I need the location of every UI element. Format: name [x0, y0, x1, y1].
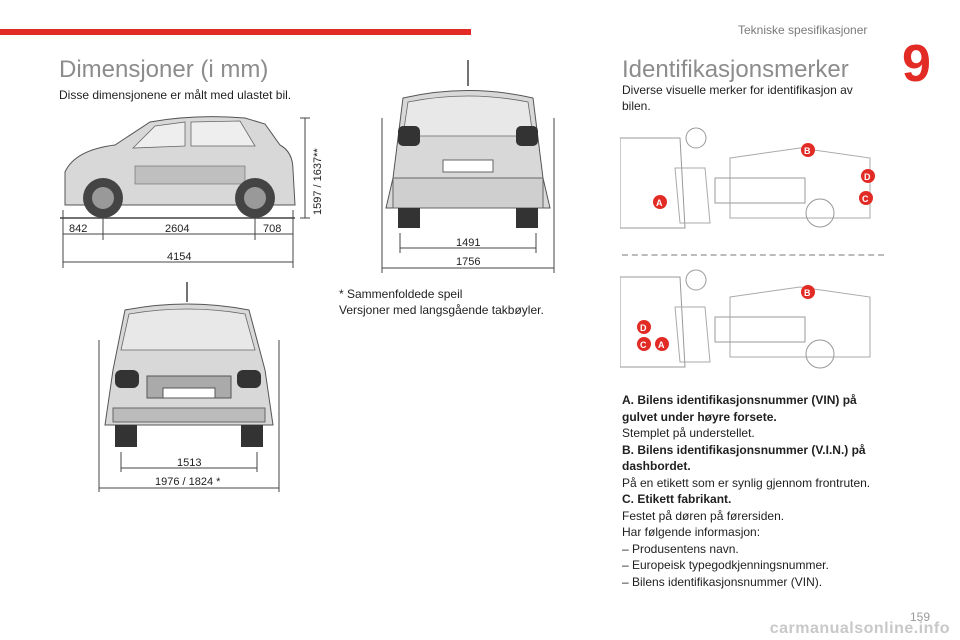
dim-front-track: 1513 [177, 457, 201, 469]
diagram-separator [622, 254, 884, 256]
info-list-item: – Europeisk typegodkjenningsnummer. [622, 558, 829, 572]
marker-a-bottom: A [658, 340, 665, 350]
chapter-number: 9 [902, 35, 931, 93]
front-view-diagram: 1513 1976 / 1824 * [98, 282, 280, 492]
marker-c-bottom: C [640, 340, 647, 350]
header-accent-bar [0, 29, 471, 35]
identification-intro: Diverse visuelle merker for identifikasj… [622, 83, 853, 113]
page-title-dimensions: Dimensjoner (i mm) [59, 56, 269, 83]
footer-watermark: carmanualsonline.info [769, 620, 950, 637]
rear-view-diagram: 1491 1756 [381, 60, 555, 273]
dim-front-width: 1976 / 1824 * [155, 476, 221, 488]
dim-length: 4154 [167, 251, 191, 263]
item-a-text: Stemplet på understellet. [622, 426, 755, 440]
dim-rear-width: 1756 [456, 256, 480, 268]
item-a-title: A. Bilens identifikasjonsnummer (VIN) på… [622, 393, 857, 424]
dim-wheelbase: 2604 [165, 223, 189, 235]
item-c-text: Festet på døren på førersiden. [622, 508, 785, 523]
item-b-text: På en etikett som er synlig gjennom fron… [622, 475, 871, 490]
page-number: 159 [910, 610, 931, 624]
marker-d-bottom: D [640, 323, 647, 333]
page-title-identification: Identifikasjonsmerker [622, 56, 849, 83]
marker-b-top: B [804, 146, 811, 156]
identification-descriptions: A. Bilens identifikasjonsnummer (VIN) på… [622, 392, 892, 590]
info-list-item: – Produsentens navn. [622, 541, 739, 556]
dim-height: 1597 / 1637** [312, 148, 324, 215]
marker-d-top: D [864, 172, 871, 182]
item-b-title: B. Bilens identifikasjonsnummer (V.I.N.)… [622, 442, 866, 474]
info-list-item: – Bilens identifikasjonsnummer (VIN). [622, 574, 823, 589]
dim-rear-track: 1491 [456, 237, 480, 249]
identification-diagram-bottom: B D C A [620, 269, 871, 369]
dim-front-overhang: 842 [69, 223, 87, 235]
identification-diagram-top: B D C A [620, 118, 885, 238]
marker-c-top: C [862, 194, 869, 204]
dim-rear-overhang: 708 [263, 223, 281, 235]
marker-b-bottom: B [804, 288, 811, 298]
dimensions-intro: Disse dimensjonene er målt med ulastet b… [59, 88, 292, 102]
marker-a-top: A [656, 198, 663, 208]
side-view-diagram: 842 2604 708 4154 1597 / 1637** [60, 116, 324, 268]
info-intro: Har følgende informasjon: [622, 525, 761, 539]
section-title: Tekniske spesifikasjoner [738, 23, 868, 37]
item-c-title: C. Etikett fabrikant. [622, 492, 732, 506]
